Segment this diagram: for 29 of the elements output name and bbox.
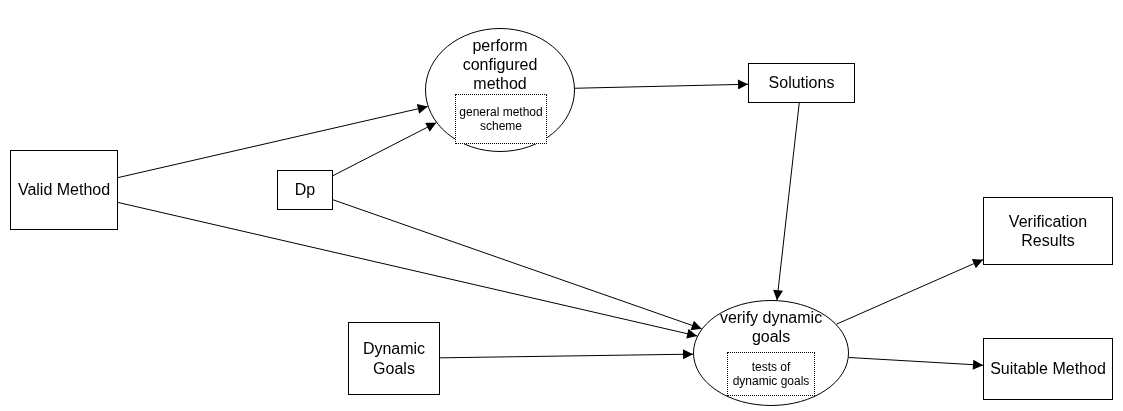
arrow xyxy=(835,259,984,325)
node-label: Suitable Method xyxy=(990,359,1106,379)
process-ellipse xyxy=(425,28,575,152)
arrow xyxy=(117,103,429,179)
node-label: verify dynamic goals xyxy=(718,308,824,347)
data-box xyxy=(277,170,333,210)
data-box xyxy=(748,63,855,103)
node-label: Dynamic Goals xyxy=(361,339,427,378)
data-box xyxy=(348,322,440,395)
arrow xyxy=(848,357,984,370)
data-box xyxy=(983,197,1113,265)
arrow xyxy=(574,79,749,90)
node-label: perform configured method xyxy=(461,36,539,94)
node-label: Solutions xyxy=(768,73,835,93)
node-label: Dp xyxy=(294,180,316,200)
arrow xyxy=(439,349,694,360)
data-box xyxy=(10,150,118,230)
data-box xyxy=(983,338,1113,400)
dotted-box xyxy=(727,352,815,396)
process-ellipse xyxy=(693,300,849,406)
arrow xyxy=(773,102,800,301)
arrow xyxy=(332,199,703,331)
node-label: tests of dynamic goals xyxy=(731,359,811,389)
arrow xyxy=(332,122,437,177)
arrow xyxy=(117,201,698,339)
node-label: Verification Results xyxy=(1007,211,1089,251)
node-label: general method scheme xyxy=(458,104,544,134)
node-label: Valid Method xyxy=(17,180,111,200)
dotted-box xyxy=(455,94,547,144)
